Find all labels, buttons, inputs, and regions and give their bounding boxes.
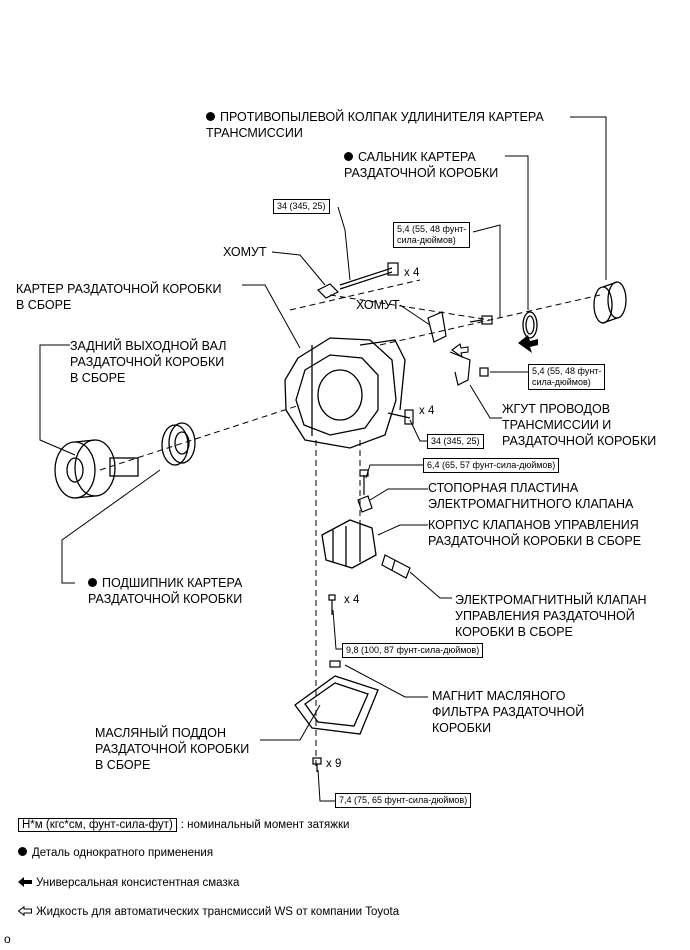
- valve-body-part: [321, 519, 377, 569]
- rear-output-shaft-label: ЗАДНИЙ ВЫХОДНОЙ ВАЛ РАЗДАТОЧНОЙ КОРОБКИ …: [70, 339, 227, 385]
- torque-units-box: Н*м (кгс*см, фунт-сила-фут): [18, 818, 177, 832]
- magnet-part: [329, 660, 341, 668]
- quantity-label: x 4: [404, 267, 420, 279]
- oil-pan-label: МАСЛЯНЫЙ ПОДДОН РАЗДАТОЧНОЙ КОРОБКИ В СБ…: [95, 726, 250, 772]
- page-number: o: [4, 932, 11, 946]
- oil-seal-part: [522, 311, 538, 339]
- bearing-label: ПОДШИПНИК КАРТЕРА РАЗДАТОЧНОЙ КОРОБКИ: [88, 576, 243, 606]
- wire-harness-part: [449, 351, 489, 386]
- valve-body-label: КОРПУС КЛАПАНОВ УПРАВЛЕНИЯ РАЗДАТОЧНОЙ К…: [428, 518, 642, 548]
- torque-spec-box: 34 (345, 25): [273, 199, 330, 214]
- upper-bolt-part: [339, 262, 399, 290]
- clamp-label: ХОМУТ: [356, 298, 400, 312]
- torque-spec-box: 5,4 (55, 48 фунт- сила-дюймов): [393, 222, 471, 248]
- one-time-use-icon: [88, 578, 97, 587]
- lower-bolt-part: [387, 409, 414, 425]
- lock-plate-label: СТОПОРНАЯ ПЛАСТИНА ЭЛЕКТРОМАГНИТНОГО КЛА…: [428, 481, 634, 511]
- oil-seal-label: САЛЬНИК КАРТЕРА РАЗДАТОЧНОЙ КОРОБКИ: [344, 150, 499, 180]
- quantity-label: x 9: [326, 758, 342, 770]
- torque-spec-box: 34 (345, 25): [427, 434, 484, 449]
- leader-lines: [39, 116, 607, 802]
- transfer-case-label: КАРТЕР РАЗДАТОЧНОЙ КОРОБКИ В СБОРЕ: [16, 282, 222, 312]
- solenoid-valve-part: [381, 554, 411, 579]
- wire-harness-label: ЖГУТ ПРОВОДОВ ТРАНСМИССИИ И РАЗДАТОЧНОЙ …: [502, 402, 657, 448]
- quantity-label: x 4: [419, 405, 435, 417]
- one-time-use-icon: [18, 847, 27, 856]
- rear-output-shaft-part: [54, 439, 139, 499]
- legend-one-time: Деталь однократного применения: [18, 845, 213, 861]
- one-time-use-icon: [344, 152, 353, 161]
- valve-body-bolt-part: [328, 594, 336, 615]
- atf-arrow-icon: [451, 343, 469, 359]
- clamp-upper-part: [316, 283, 340, 299]
- grease-arrow-icon: [518, 335, 538, 353]
- clamp-label: ХОМУТ: [223, 245, 267, 259]
- grease-arrow-icon: [18, 877, 32, 887]
- bracket-bolt-part: [469, 315, 493, 325]
- quantity-label: x 4: [344, 594, 360, 606]
- lock-plate-part: [357, 469, 373, 513]
- one-time-use-icon: [206, 112, 215, 121]
- dust-cover-part: [593, 281, 627, 324]
- legend-torque-units: Н*м (кгс*см, фунт-сила-фут): номинальный…: [18, 817, 349, 833]
- atf-arrow-icon: [17, 905, 32, 917]
- torque-spec-box: 7,4 (75, 65 фунт-сила-дюймов): [335, 793, 472, 808]
- magnet-label: МАГНИТ МАСЛЯНОГО ФИЛЬТРА РАЗДАТОЧНОЙ КОР…: [432, 689, 585, 735]
- torque-spec-box: 5,4 (55, 48 фунт- сила-дюймов): [528, 364, 606, 390]
- torque-spec-box: 9,8 (100, 87 фунт-сила-дюймов): [342, 643, 484, 658]
- solenoid-valve-label: ЭЛЕКТРОМАГНИТНЫЙ КЛАПАН УПРАВЛЕНИЯ РАЗДА…: [455, 593, 647, 639]
- oil-pan-part: [294, 675, 379, 735]
- dust-cover-label: ПРОТИВОПЫЛЕВОЙ КОЛПАК УДЛИНИТЕЛЯ КАРТЕРА…: [206, 110, 544, 140]
- transfer-case-part: [284, 337, 406, 449]
- legend-grease: Универсальная консистентная смазка: [18, 875, 239, 891]
- legend-atf: Жидкость для автоматических трансмиссий …: [17, 904, 399, 920]
- clamp-lower-part: [427, 311, 447, 343]
- torque-spec-box: 6,4 (65, 57 фунт-сила-дюймов): [423, 458, 560, 473]
- oil-pan-bolt-part: [312, 757, 322, 772]
- bearing-part: [161, 422, 196, 466]
